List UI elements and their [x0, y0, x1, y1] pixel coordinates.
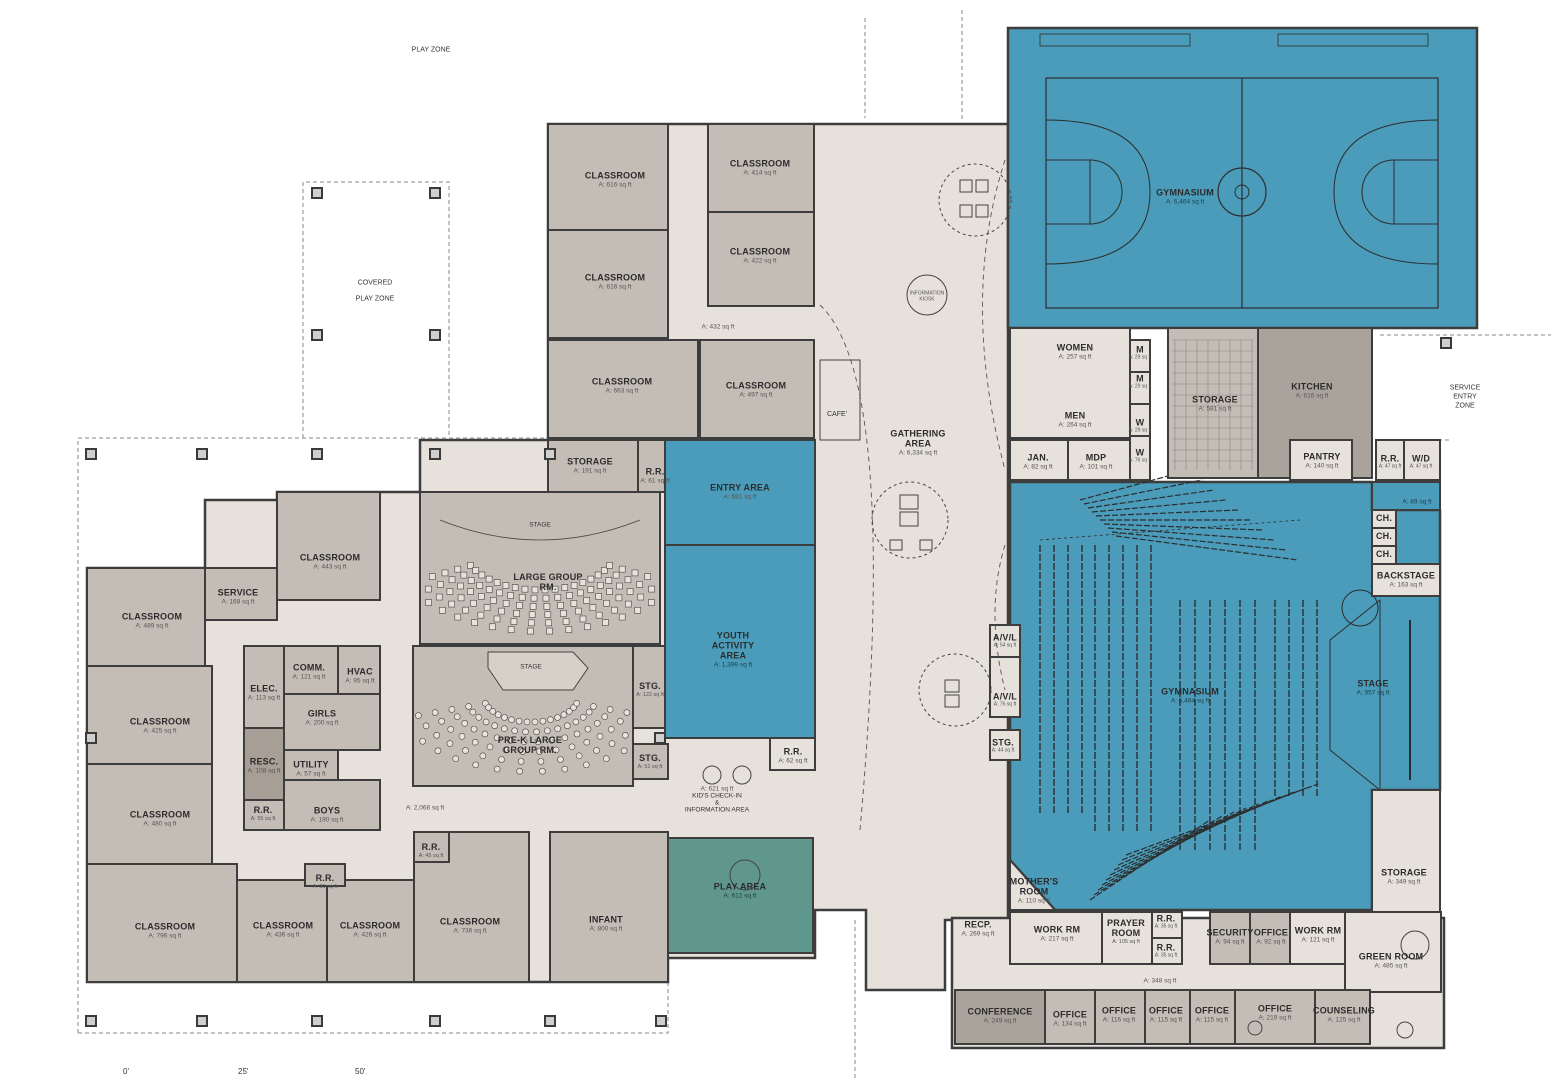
room-elec: [243, 645, 285, 729]
scale-0: 0': [123, 1067, 129, 1076]
room-security: [1209, 911, 1251, 965]
room-classroom-489: [86, 567, 206, 667]
service-entry-label-3: ZONE: [1455, 402, 1475, 410]
room-boys: [283, 779, 381, 831]
room-workrm-2: [1289, 911, 1346, 965]
room-classroom-5: [547, 339, 699, 439]
room-resc: [243, 727, 285, 801]
room-office-1: [1249, 911, 1291, 965]
covered-label: COVERED: [357, 279, 393, 287]
room-classroom-3: [707, 211, 815, 307]
furniture: [702, 163, 1430, 1039]
room-ch-hall: [1371, 481, 1441, 511]
gymnasium-court: [1006, 26, 1479, 330]
room-classroom-480: [86, 763, 213, 865]
room-rr-k: [1375, 439, 1405, 481]
room-stg-1: [632, 645, 669, 729]
room-classroom-436: [236, 879, 328, 983]
play-zone-label: PLAY ZONE: [411, 46, 451, 54]
scale-25: 25': [238, 1067, 249, 1076]
gathering-arcs: [819, 159, 1006, 831]
room-classroom-2: [707, 123, 815, 213]
service-entry-label-1: SERVICE: [1449, 384, 1481, 392]
outdoor-outlines: [77, 10, 1551, 1080]
room-stg-2: [632, 743, 669, 780]
room-classroom-1: [547, 123, 669, 231]
room-rr-w: [243, 799, 285, 831]
rooms: [86, 123, 1442, 1045]
room-rr-s: [413, 831, 450, 863]
room-classroom-4: [547, 229, 669, 339]
room-girls: [283, 693, 381, 751]
room-women-men: [1009, 327, 1131, 439]
room-hvac: [337, 645, 381, 695]
room-utility: [283, 749, 339, 781]
room-classroom-425: [86, 665, 213, 765]
room-rr-s2: [304, 863, 346, 887]
room-storage-e: [1371, 789, 1441, 913]
room-wd: [1403, 439, 1441, 481]
room-infant: [549, 831, 669, 983]
room-pantry: [1289, 439, 1353, 481]
youth-zones: [664, 439, 816, 954]
room-prayer: [1101, 911, 1153, 965]
room-comm: [283, 645, 339, 695]
room-green: [1344, 911, 1442, 993]
room-backstage: [1371, 563, 1441, 597]
covered-play-zone-label: PLAY ZONE: [355, 295, 395, 303]
room-service: [204, 567, 278, 621]
room-conference: [954, 989, 1046, 1045]
service-entry-label-2: ENTRY: [1453, 393, 1477, 401]
room-classroom-796: [86, 863, 238, 983]
room-classroom-426: [326, 879, 415, 983]
room-storage-n: [547, 439, 639, 493]
room-jan: [1009, 439, 1069, 481]
scale-50: 50': [355, 1067, 366, 1076]
room-classroom-6: [699, 339, 815, 439]
room-mdp: [1067, 439, 1131, 481]
columns: [85, 187, 1452, 1027]
room-storage-g: [1167, 327, 1259, 479]
room-workrm-1: [1009, 911, 1103, 965]
room-classroom-443: [276, 491, 381, 601]
